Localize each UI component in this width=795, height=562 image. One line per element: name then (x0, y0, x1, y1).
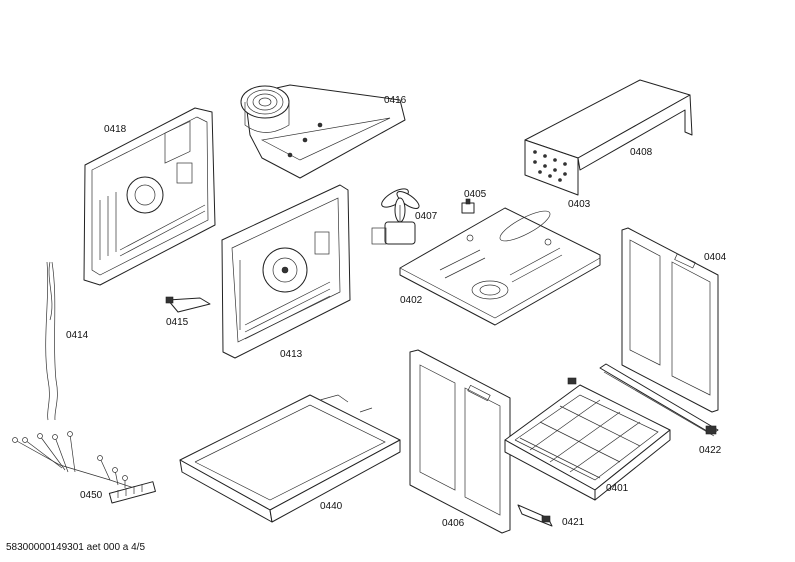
label-0413: 0413 (280, 349, 303, 360)
label-0422: 0422 (699, 445, 722, 456)
part-0450-wiring-harness (12, 431, 156, 504)
part-0404-right-side-wall (621, 227, 719, 413)
label-0404: 0404 (704, 252, 727, 263)
part-0407-fan-motor (371, 188, 420, 245)
part-0421-clip (517, 504, 553, 527)
part-0414-cable (45, 261, 58, 421)
label-0416: 0416 (384, 95, 407, 106)
label-0421: 0421 (562, 517, 585, 528)
label-0440: 0440 (320, 501, 343, 512)
part-0408-top-cover (524, 79, 693, 196)
label-0407: 0407 (415, 211, 438, 222)
part-0418-rear-panel (83, 107, 216, 286)
label-0408: 0408 (630, 147, 653, 158)
part-0416-fan-housing (240, 84, 406, 179)
label-0450: 0450 (80, 490, 103, 501)
part-0401-inner-frame (504, 377, 671, 501)
label-0403: 0403 (568, 199, 591, 210)
label-0414: 0414 (66, 330, 89, 341)
document-code: 58300000149301 aet 000 a 4/5 (6, 542, 146, 553)
label-0415: 0415 (166, 317, 189, 328)
label-0405: 0405 (464, 189, 487, 200)
label-0418: 0418 (104, 124, 127, 135)
label-0402: 0402 (400, 295, 423, 306)
part-0415-sensor (165, 296, 211, 313)
part-0403-0402-roof-plate (399, 207, 601, 326)
label-0406: 0406 (442, 518, 465, 529)
part-0422-rail (599, 363, 719, 437)
part-0405-switch (461, 198, 475, 214)
part-0413-inner-rear-wall (221, 184, 351, 359)
part-0440-bottom-tray (179, 394, 401, 523)
label-0401: 0401 (606, 483, 629, 494)
part-0406-left-side-wall (409, 349, 511, 534)
